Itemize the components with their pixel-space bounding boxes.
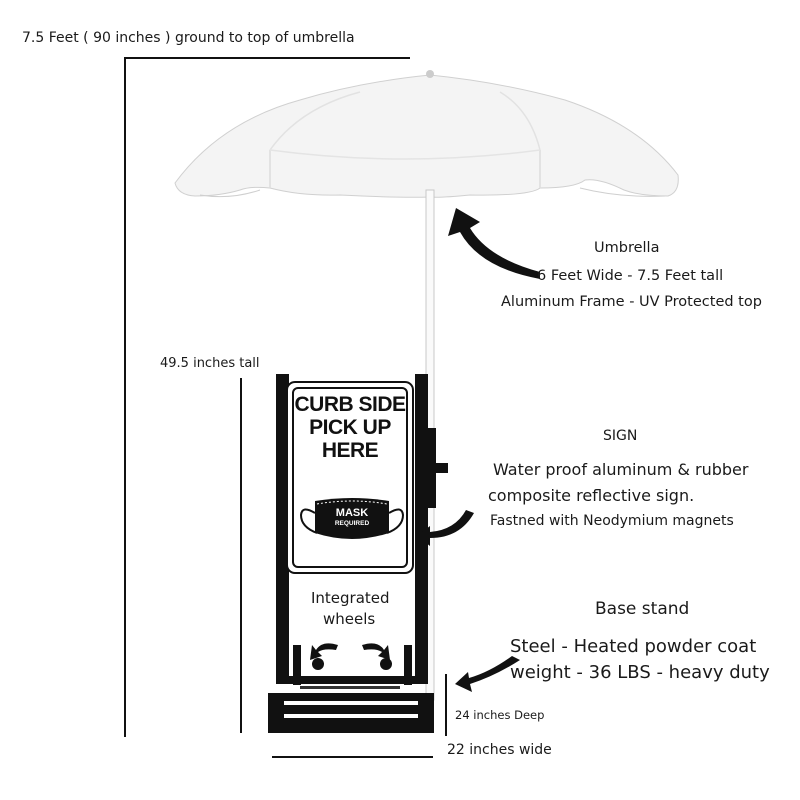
width-label: 22 inches wide [447, 742, 552, 758]
curbside-sign-panel: CURB SIDE PICK UP HERE MASK REQUIRED [286, 381, 414, 574]
depth-label: 24 inches Deep [455, 708, 545, 722]
sign-spec-material: Water proof aluminum & rubber [493, 460, 749, 479]
mask-label: MASK [335, 507, 369, 519]
wheel-icon [312, 658, 392, 670]
base-spec-weight: weight - 36 LBS - heavy duty [510, 662, 770, 683]
base-title: Base stand [595, 599, 690, 619]
stand-height-label: 49.5 inches tall [160, 356, 260, 371]
wheels-label-line1: Integrated [311, 589, 390, 607]
sign-title: SIGN [603, 428, 638, 444]
total-height-label: 7.5 Feet ( 90 inches ) ground to top of … [22, 30, 355, 46]
sign-headline-line: HERE [321, 439, 379, 462]
total-height-dimension-line [124, 57, 410, 737]
base-stand-frame [268, 374, 448, 733]
umbrella-spec-size: 6 Feet Wide - 7.5 Feet tall [537, 268, 724, 284]
sign-headline-line: PICK UP [309, 416, 391, 439]
base-spec-finish: Steel - Heated powder coat [510, 636, 757, 657]
base-stand-slats [284, 686, 418, 718]
arrow-icon [310, 208, 540, 692]
mask-sublabel: REQUIRED [334, 520, 370, 527]
sign-headline-line: CURB SIDE [294, 393, 406, 416]
umbrella-canopy [174, 70, 679, 198]
mask-icon: MASK REQUIRED [297, 495, 407, 543]
umbrella-title: Umbrella [594, 240, 660, 256]
sign-border [292, 387, 408, 568]
sign-spec-magnets: Fastned with Neodymium magnets [490, 513, 734, 529]
sign-spec-reflective: composite reflective sign. [488, 486, 695, 505]
wheels-label-line2: wheels [323, 610, 376, 628]
umbrella-spec-material: Aluminum Frame - UV Protected top [501, 294, 762, 310]
sign-headline: CURB SIDE PICK UP HERE [288, 393, 412, 462]
